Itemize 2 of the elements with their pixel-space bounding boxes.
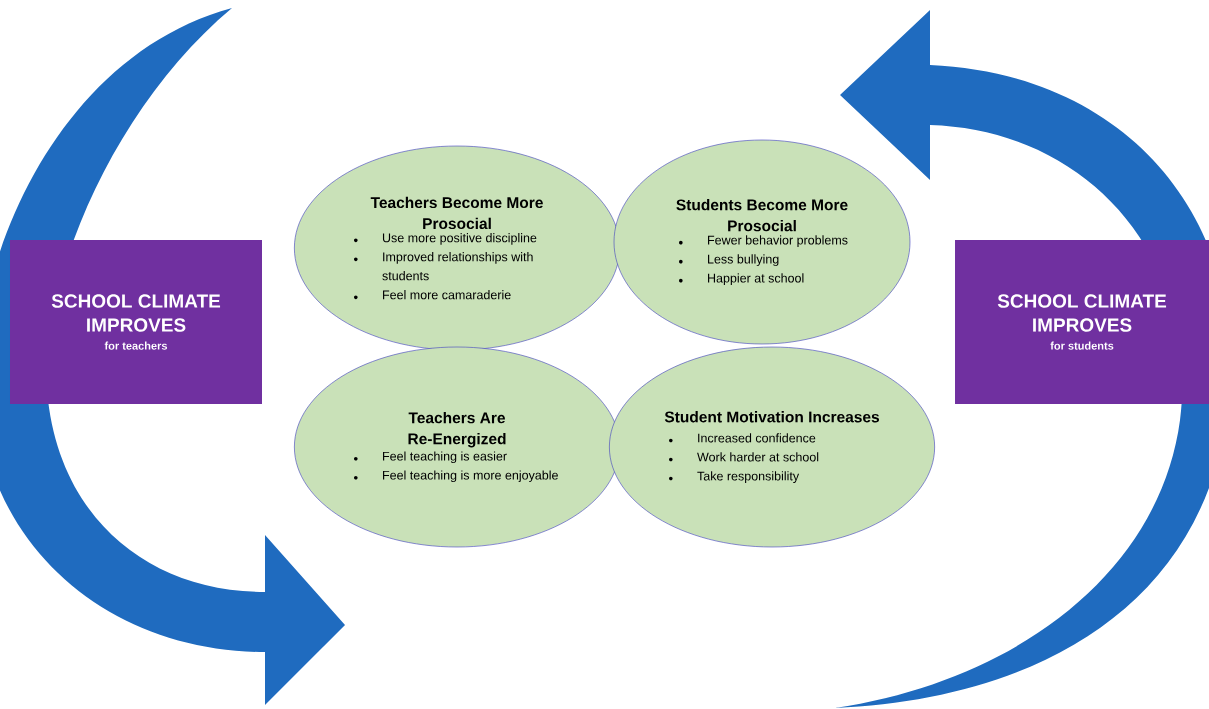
climate-box: SCHOOL CLIMATE IMPROVES for students — [955, 240, 1209, 404]
climate-box: SCHOOL CLIMATE IMPROVES for teachers — [10, 240, 262, 404]
